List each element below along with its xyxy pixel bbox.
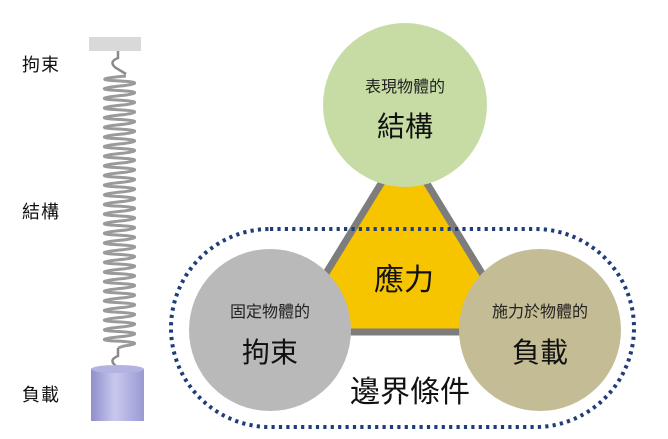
- load-small-text: 施力於物體的: [492, 302, 588, 321]
- stress-triangle: [286, 142, 522, 336]
- spring-coil: [103, 74, 136, 350]
- structure-label: 結構: [22, 202, 60, 223]
- ceiling-mount: [89, 37, 141, 51]
- stress-label: 應力: [374, 263, 434, 298]
- constraint-small-text: 固定物體的: [230, 302, 310, 321]
- structure-circle: [323, 23, 487, 187]
- constraint-label: 拘束: [22, 55, 60, 76]
- spring-bottom-hook: [111, 348, 120, 367]
- spring-illustration: [89, 37, 144, 421]
- load-label: 負載: [22, 385, 60, 406]
- weight-block: [91, 369, 144, 421]
- spring-top-hook: [111, 51, 127, 76]
- weight-top: [91, 365, 144, 373]
- load-big-text: 負載: [512, 336, 568, 369]
- constraint-circle: [189, 249, 351, 411]
- structure-big-text: 結構: [377, 110, 433, 143]
- constraint-big-text: 拘束: [242, 336, 298, 369]
- boundary-label: 邊界條件: [350, 375, 470, 410]
- structure-small-text: 表現物體的: [365, 77, 445, 96]
- load-circle: [459, 249, 621, 411]
